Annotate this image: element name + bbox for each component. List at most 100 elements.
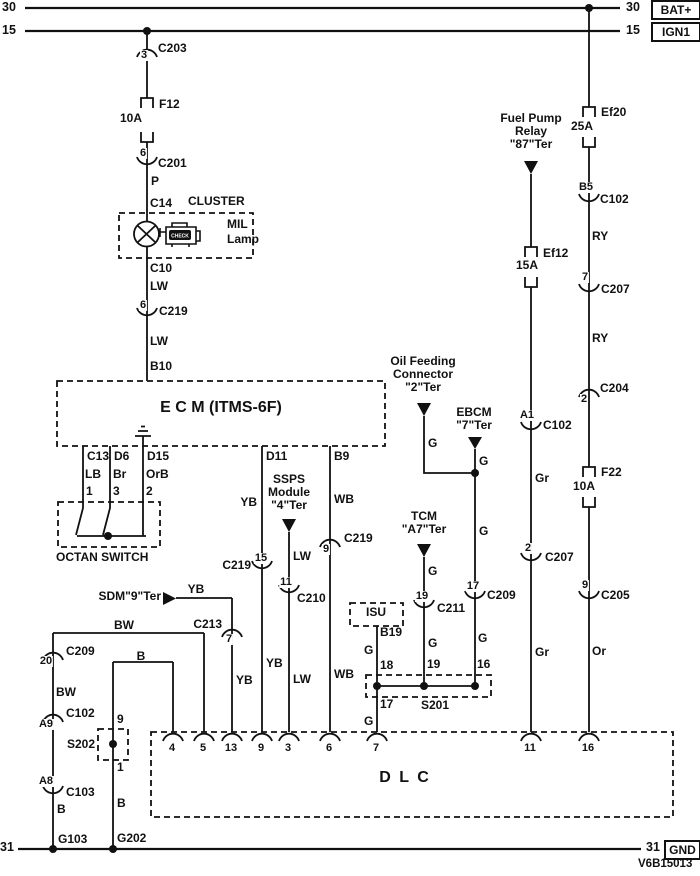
connector-pin: 3 bbox=[139, 49, 149, 61]
connector-name: C207 bbox=[601, 282, 630, 296]
wire-color-label: BW bbox=[56, 685, 76, 699]
splice-pin-number: 9 bbox=[117, 712, 124, 726]
fuel-pump-label-2: Relay bbox=[514, 124, 548, 138]
ebcm-label-2: "7"Ter bbox=[456, 418, 492, 432]
dlc-pin-number: 7 bbox=[371, 742, 381, 754]
dlc-pin-number: 16 bbox=[580, 742, 596, 754]
ebcm-label-1: EBCM bbox=[456, 405, 492, 419]
check-engine-icon: CHECK bbox=[159, 222, 201, 247]
connector-arcs-female bbox=[42, 156, 600, 795]
connector-pin: 7 bbox=[580, 271, 590, 283]
wire-color-label: G bbox=[364, 643, 374, 657]
tcm-label-2: "A7"Ter bbox=[401, 522, 447, 536]
wire-color-label: WB bbox=[334, 667, 354, 681]
wire-color-label: YB bbox=[266, 656, 283, 670]
connector-pin: 7 bbox=[224, 633, 234, 645]
connector-name: C213 bbox=[193, 617, 222, 631]
mil-lamp-label-1: MIL bbox=[227, 217, 248, 231]
fuse-name: F22 bbox=[601, 465, 622, 479]
ground-point-label: G202 bbox=[117, 831, 147, 845]
connector-name: C102 bbox=[66, 706, 95, 720]
wire-color-label: B bbox=[136, 649, 146, 663]
fuse-rating: 10A bbox=[119, 111, 143, 125]
connector-name: C209 bbox=[487, 588, 516, 602]
wire-color-label: LW bbox=[150, 279, 168, 293]
mil-lamp-label-2: Lamp bbox=[227, 232, 260, 246]
wire-color-label: LB bbox=[85, 467, 101, 481]
wire-color-label: RY bbox=[592, 331, 609, 345]
connector-pin: 15 bbox=[253, 552, 269, 564]
dlc-box-title: D L C bbox=[379, 769, 431, 786]
ssps-module-label-2: Module bbox=[268, 485, 310, 499]
ecm-box-title: E C M (ITMS-6F) bbox=[160, 399, 282, 416]
connector-name: C219 bbox=[222, 558, 251, 572]
splice-pin-number: 18 bbox=[380, 658, 394, 672]
connector-name: C209 bbox=[66, 644, 95, 658]
document-code: V6B15013 bbox=[638, 858, 693, 870]
ecm-pin-label: C10 bbox=[150, 261, 173, 275]
splice-pin-number: 17 bbox=[380, 697, 394, 711]
wire-color-label: Gr bbox=[535, 471, 550, 485]
connector-name: C203 bbox=[158, 41, 187, 55]
connector-name: C103 bbox=[66, 785, 95, 799]
fuel-pump-label-1: Fuel Pump bbox=[500, 111, 562, 125]
wire-color-label: Or bbox=[592, 644, 607, 658]
wire-color-label: BW bbox=[114, 618, 134, 632]
wires bbox=[52, 8, 590, 849]
fuse-rating: 10A bbox=[572, 479, 596, 493]
wire-color-label: G bbox=[428, 436, 438, 450]
power-rails bbox=[18, 6, 641, 851]
wire-color-label: Br bbox=[113, 467, 127, 481]
wire-color-label: Gr bbox=[535, 645, 550, 659]
connector-name: C219 bbox=[159, 304, 188, 318]
ssps-module-label-3: "4"Ter bbox=[271, 498, 307, 512]
junction-dots bbox=[49, 4, 593, 853]
dlc-pin-number: 4 bbox=[167, 742, 177, 754]
dlc-pin-number: 9 bbox=[256, 742, 266, 754]
connector-name: C204 bbox=[600, 381, 629, 395]
ecm-pin-label: B10 bbox=[150, 359, 173, 373]
fuse-rating: 25A bbox=[570, 119, 594, 133]
splice-name: S201 bbox=[421, 698, 450, 712]
wire-color-label: LW bbox=[150, 334, 168, 348]
sdm-terminal-label: SDM"9"Ter bbox=[98, 589, 161, 603]
connector-pin: 2 bbox=[523, 542, 533, 554]
check-engine-text: CHECK bbox=[171, 234, 189, 240]
dlc-pin-number: 5 bbox=[198, 742, 208, 754]
gnd-box: GND bbox=[664, 840, 700, 860]
connector-name: C207 bbox=[545, 550, 574, 564]
wire-color-label: G bbox=[478, 631, 488, 645]
ecm-pin-label: D15 bbox=[147, 449, 170, 463]
connector-pin: B5 bbox=[577, 181, 595, 193]
rail-15-label-left: 15 bbox=[2, 23, 16, 37]
oil-connector-label-2: Connector bbox=[393, 367, 453, 381]
ssps-module-label-1: SSPS bbox=[272, 472, 306, 486]
wire-color-label: YB bbox=[187, 582, 205, 596]
connector-pin: 9 bbox=[580, 579, 590, 591]
fuse-name: Ef12 bbox=[543, 246, 569, 260]
wire-color-label: B bbox=[57, 802, 66, 816]
connector-pin: 2 bbox=[579, 393, 589, 405]
connector-name: C219 bbox=[344, 531, 373, 545]
splice-pin-number: 19 bbox=[427, 657, 441, 671]
fuse-symbols bbox=[140, 97, 596, 508]
dashed-boxes bbox=[56, 212, 674, 818]
connector-pin: A8 bbox=[37, 775, 55, 787]
isu-box-title: ISU bbox=[365, 605, 387, 619]
wire-color-label: P bbox=[151, 174, 160, 188]
rail-30-label-right: 30 bbox=[626, 0, 640, 14]
dlc-pin-number: 3 bbox=[283, 742, 293, 754]
connector-name: C211 bbox=[437, 601, 466, 615]
connector-pin: 6 bbox=[138, 147, 148, 159]
connector-pin: 17 bbox=[465, 580, 481, 592]
connector-pin: 20 bbox=[38, 655, 54, 667]
wire-color-label: B bbox=[117, 796, 126, 810]
wire-color-label: RY bbox=[592, 229, 609, 243]
isu-pin-label: B19 bbox=[380, 625, 403, 639]
connector-name: C210 bbox=[297, 591, 326, 605]
wire-color-label: G bbox=[428, 564, 438, 578]
ecm-pin-label: D6 bbox=[114, 449, 130, 463]
splice-name: S202 bbox=[66, 737, 95, 751]
